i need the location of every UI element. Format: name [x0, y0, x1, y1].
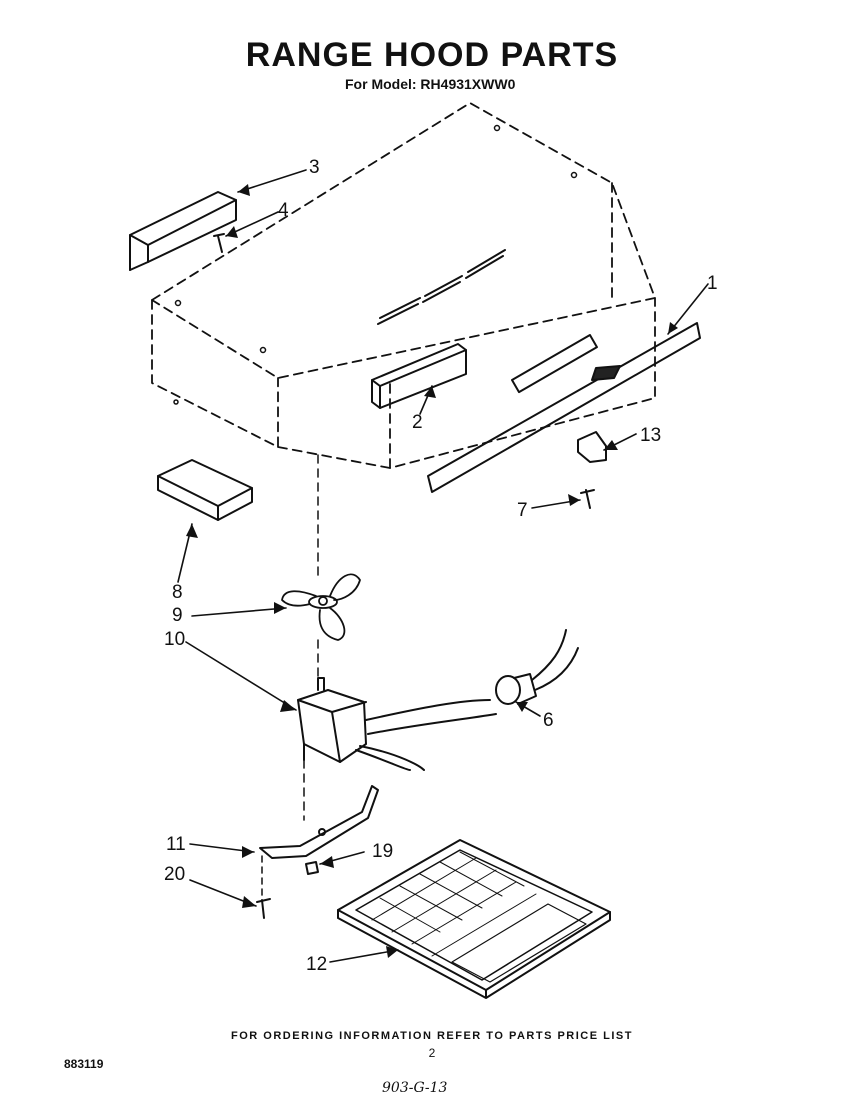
page-title: RANGE HOOD PARTS [245, 36, 619, 74]
handwritten-note: 903-G-13 [382, 1080, 448, 1096]
bracket-nut [305, 861, 319, 875]
fan-blade [281, 573, 361, 641]
callout-19: 19 [372, 841, 393, 862]
panel-clip [577, 431, 607, 463]
callout-9: 9 [172, 605, 183, 626]
leader-3 [237, 169, 307, 193]
callout-11: 11 [166, 834, 186, 855]
leader-12 [329, 949, 399, 963]
hood-body [151, 102, 656, 469]
fan-motor [297, 677, 497, 771]
connector-screw [213, 233, 225, 253]
duct-connector [129, 191, 237, 271]
model-subtitle: For Model: RH4931XWW0 [345, 76, 516, 92]
ordering-note: FOR ORDERING INFORMATION REFER TO PARTS … [231, 1030, 633, 1042]
callout-8: 8 [172, 582, 183, 603]
leader-arrows [177, 169, 709, 963]
leader-9 [191, 607, 287, 617]
hood-vents [377, 249, 506, 325]
document-id: 883119 [64, 1057, 104, 1071]
callout-6: 6 [543, 710, 554, 731]
callout-10: 10 [164, 629, 185, 650]
grease-filter [337, 839, 611, 999]
callout-3: 3 [309, 157, 320, 178]
page-number: 2 [428, 1046, 436, 1060]
junction-box [157, 459, 253, 521]
callout-4: 4 [278, 200, 289, 221]
light-lens [371, 343, 467, 409]
control-panel [427, 322, 701, 493]
callout-2: 2 [412, 412, 423, 433]
motor-bracket [259, 785, 379, 859]
leader-10 [185, 641, 297, 711]
callout-13: 13 [640, 425, 661, 446]
bracket-screw [256, 855, 271, 919]
center-assembly-line [303, 454, 319, 821]
clip-screw [580, 489, 595, 509]
callout-labels: 1 2 3 4 6 7 8 9 10 11 12 13 19 20 [164, 157, 718, 975]
callout-7: 7 [517, 500, 528, 521]
callout-1: 1 [707, 273, 718, 294]
callout-12: 12 [306, 954, 327, 975]
callout-20: 20 [164, 864, 185, 885]
hood-screw-holes [173, 124, 578, 405]
power-cord-strain-relief [495, 629, 579, 705]
arrow-heads [186, 184, 678, 958]
